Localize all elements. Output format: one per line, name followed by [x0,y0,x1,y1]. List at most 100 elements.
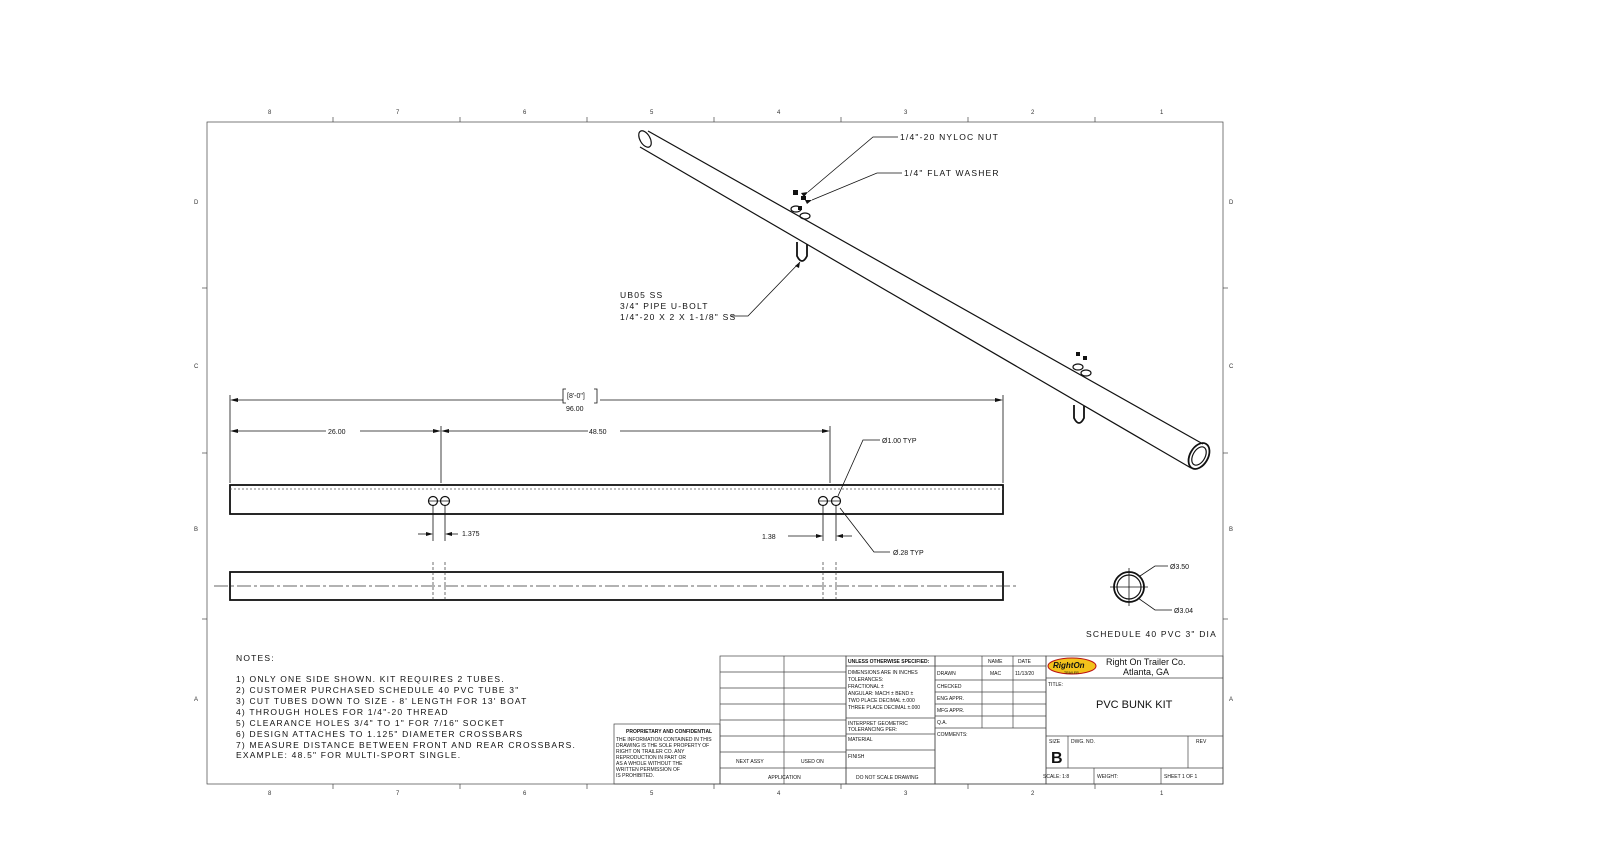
tube-end-near [638,130,652,148]
nyloc-nut [801,196,806,200]
size-label: SIZE [1049,739,1061,745]
note-line: 5) CLEARANCE HOLES 3/4" TO 1" FOR 7/16" … [236,718,505,728]
zone-row-label: A [1229,697,1233,703]
flat-washer [1072,363,1084,371]
tube-end-far [1187,442,1211,470]
leader-arrow [801,192,808,197]
do-not-scale: DO NOT SCALE DRAWING [856,775,919,781]
zone-labels-bottom: 8 7 6 5 4 3 2 1 [268,791,1164,797]
zone-row-label: C [1229,364,1234,370]
note-line: EXAMPLE: 48.5" FOR MULTI-SPORT SINGLE. [236,750,461,760]
dim-hole-gap-left: 1.375 [462,531,480,538]
application-label: APPLICATION [768,775,801,781]
nyloc-nut [1083,356,1087,360]
zone-col-label: 2 [1031,791,1035,797]
signoff-label: Q.A. [937,720,947,726]
leader-small-hole [839,507,890,553]
company-city: Atlanta, GA [1123,667,1169,677]
ubolt-shape [796,242,808,262]
nyloc-nut [1076,352,1080,356]
zone-col-label: 4 [777,791,781,797]
proprietary-line: AS A WHOLE WITHOUT THE [616,761,683,767]
dim-hole-dia: Ø1.00 TYP [882,438,917,445]
finish-label: FINISH [848,754,865,760]
zone-col-label: 8 [268,791,272,797]
material-label: MATERIAL [848,737,873,743]
spec-line: THREE PLACE DECIMAL ±.000 [848,705,920,711]
spec-line: DIMENSIONS ARE IN INCHES [848,670,918,676]
spec-line: ANGULAR: MACH ± BEND ± [848,691,913,697]
zone-col-label: 4 [777,110,781,116]
leader-outer-dia [1139,565,1168,577]
spec-line: TOLERANCES: [848,677,883,683]
nyloc-nut [793,190,798,195]
callout-flat-washer: 1/4" FLAT WASHER [904,168,1000,178]
zone-col-label: 6 [523,791,527,797]
assy-grid [719,655,847,785]
zone-col-label: 1 [1160,791,1164,797]
dim-front-offset: 26.00 [328,429,346,436]
dim-bracket [562,388,598,404]
proprietary-line: RIGHT ON TRAILER CO. ANY [616,749,685,755]
note-line: 3) CUT TUBES DOWN TO SIZE - 8' LENGTH FO… [236,696,528,706]
interpret-line: INTERPRET GEOMETRIC [848,721,908,727]
callout-ubolt-desc: 3/4" PIPE U-BOLT [620,301,709,311]
dim-hole-gap-right: 1.38 [762,534,776,541]
zone-row-label: D [194,200,199,206]
flat-washer [799,212,811,220]
company-logo: RightOn TRAILER [1047,657,1097,675]
leader-arrow [795,262,800,268]
dim-overall-feet: [8'-0"] [567,393,585,400]
zone-col-label: 2 [1031,110,1035,116]
callout-nyloc-nut: 1/4"-20 NYLOC NUT [900,132,999,142]
zone-row-label: A [194,697,198,703]
section-view: Ø3.50 Ø3.04 SCHEDULE 40 PVC 3" DIA [1086,564,1216,639]
hardware-cluster-rear [1072,352,1092,424]
tube-end-far-inner [1191,446,1207,466]
leader-hole-dia [837,439,880,497]
size-value: B [1051,750,1063,767]
signoff-name: MAC [990,671,1002,677]
proprietary-line: IS PROHIBITED. [616,773,654,779]
dim-overall-inches: 96.00 [566,406,584,413]
logo-subtext: TRAILER [1064,671,1079,675]
note-line: 4) THROUGH HOLES FOR 1/4"-20 THREAD [236,707,449,717]
notes-block: NOTES: 1) ONLY ONE SIDE SHOWN. KIT REQUI… [236,653,575,760]
proprietary-line: THE INFORMATION CONTAINED IN THIS [616,737,712,743]
note-line: 1) ONLY ONE SIDE SHOWN. KIT REQUIRES 2 T… [236,674,505,684]
proprietary-title: PROPRIETARY AND CONFIDENTIAL [626,729,712,735]
drawing-title: PVC BUNK KIT [1096,699,1173,711]
date-header: DATE [1018,659,1032,665]
zone-ticks [202,117,1228,789]
ubolt-shape [1073,405,1085,424]
zone-col-label: 5 [650,791,654,797]
zone-col-label: 8 [268,110,272,116]
leader-ubolt [731,261,801,317]
sheet-label: SHEET 1 OF 1 [1164,774,1197,780]
zone-col-label: 1 [1160,110,1164,116]
tube-top-outline [229,484,1004,515]
logo-text: RightOn [1053,661,1085,670]
notes-heading: NOTES: [236,653,275,663]
zone-labels-right: D C B A [1229,200,1234,703]
zone-col-label: 7 [396,110,400,116]
top-view: [8'-0"] 96.00 26.00 48.50 Ø1.00 TYP 1.37… [229,388,1004,557]
signoff-label: CHECKED [937,684,962,690]
note-line: 6) DESIGN ATTACHES TO 1.125" DIAMETER CR… [236,729,523,739]
zone-col-label: 6 [523,110,527,116]
zone-row-label: C [194,364,199,370]
spec-line: TWO PLACE DECIMAL ±.000 [848,698,915,704]
weight-label: WEIGHT: [1097,774,1118,780]
proprietary-line: REPRODUCTION IN PART OR [616,755,686,761]
nut [798,206,802,210]
signoff-label: DRAWN [937,671,956,677]
company-name: Right On Trailer Co. [1106,657,1186,667]
side-view [214,562,1018,602]
dim-small-hole-dia: Ø.28 TYP [893,550,924,557]
used-on-label: USED ON [801,759,824,765]
hardware-cluster-front [790,190,811,262]
dim-hole-spacing: 48.50 [589,429,607,436]
zone-row-label: B [1229,527,1233,533]
zone-col-label: 3 [904,791,908,797]
zone-row-label: D [1229,200,1234,206]
